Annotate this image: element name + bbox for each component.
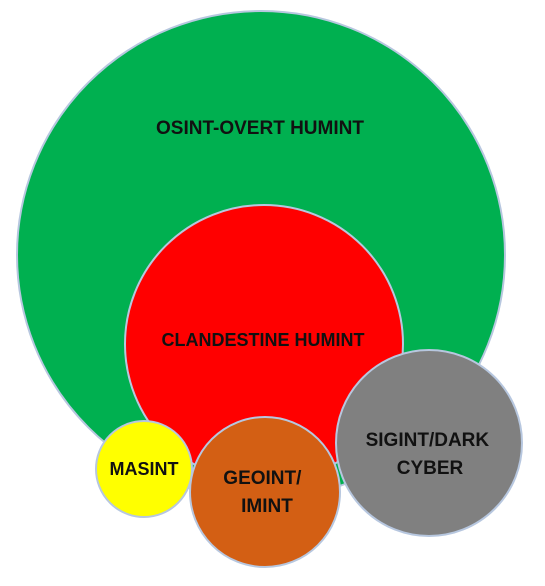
geoint-circle <box>189 416 341 568</box>
sigint-label: SIGINT/DARK CYBER <box>366 430 495 479</box>
osint-label: OSINT-OVERT HUMINT <box>156 118 364 139</box>
geoint-label: GEOINT/ IMINT <box>223 468 306 517</box>
masint-label: MASINT <box>110 459 179 479</box>
masint-circle <box>95 420 193 518</box>
clandestine-label: CLANDESTINE HUMINT <box>162 330 365 350</box>
sigint-circle <box>335 349 523 537</box>
